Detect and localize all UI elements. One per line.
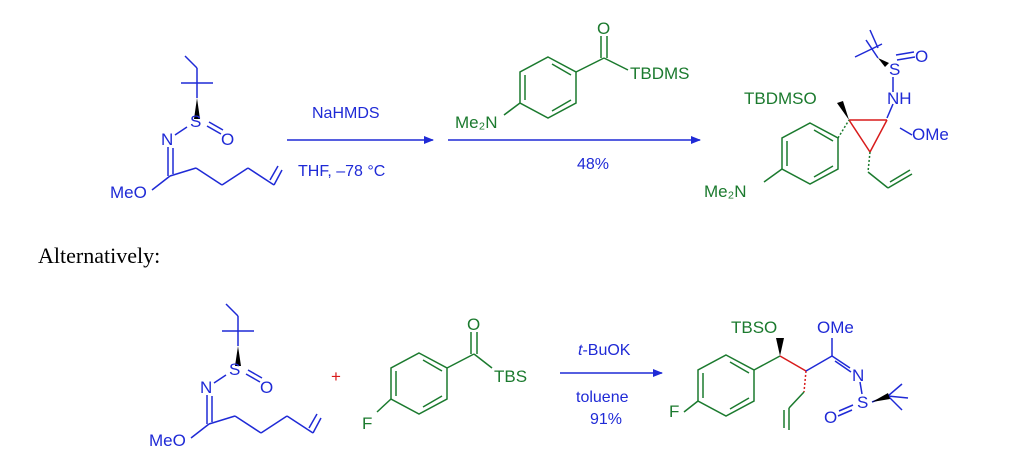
- step3-yield-label: 91%: [590, 411, 622, 428]
- alternatively-label: Alternatively:: [38, 243, 160, 268]
- reactant2-oxygen-label: O: [260, 378, 273, 397]
- product2-oxygen-label: O: [824, 408, 837, 427]
- acylsilane-2-structure: [376, 332, 493, 415]
- step3-reagent-label: t-BuOK: [578, 342, 631, 359]
- cyclopropane-product-structure: [763, 29, 916, 189]
- reactant1-sulfur-label: S: [190, 112, 201, 131]
- plus-sign: +: [331, 367, 341, 386]
- product1-sulfur-label: S: [889, 60, 900, 79]
- step2-yield-label: 48%: [577, 156, 609, 173]
- reactant-imidate-2: [190, 303, 322, 439]
- acylsilane1-oxygen-label: O: [597, 19, 610, 38]
- product1-sulfinyl-oxygen-label: O: [915, 47, 928, 66]
- product2-silyloxy-label: TBSO: [731, 318, 777, 337]
- step1-conditions-label: THF, –78 °C: [298, 163, 385, 180]
- acylsilane2-silyl-label: TBS: [494, 367, 527, 386]
- product1-silyloxy-label: TBDMSO: [744, 89, 817, 108]
- reactant1-oxygen-label: O: [221, 130, 234, 149]
- acylsilane2-oxygen-label: O: [467, 315, 480, 334]
- acylsilane1-amine-label: Me₂N: [455, 113, 498, 132]
- reactant1-methoxy-label: MeO: [110, 183, 147, 202]
- product2-ome-label: OMe: [817, 318, 854, 337]
- product2-sulfur-label: S: [857, 393, 868, 412]
- acylsilane-1-structure: [503, 36, 629, 119]
- product2-fluorine-label: F: [669, 402, 679, 421]
- step3-reagent-rest: -BuOK: [582, 342, 630, 359]
- step1-reagent-label: NaHMDS: [312, 105, 380, 122]
- product1-amine-label: Me₂N: [704, 182, 747, 201]
- aldol-product-structure: [683, 338, 909, 430]
- product2-nitrogen-label: N: [852, 366, 864, 385]
- acylsilane2-fluorine-label: F: [362, 414, 372, 433]
- step3-reagent-italic: t: [578, 342, 583, 359]
- reactant2-wedge-bond: [235, 346, 241, 366]
- product1-ome-label: OMe: [912, 125, 949, 144]
- product1-nh-label: NH: [887, 89, 912, 108]
- reactant1-nitrogen-label: N: [161, 130, 173, 149]
- reactant2-nitrogen-label: N: [200, 378, 212, 397]
- acylsilane1-silyl-label: TBDMS: [630, 64, 690, 83]
- step3-solvent-label: toluene: [576, 389, 629, 406]
- reactant2-methoxy-label: MeO: [149, 431, 186, 450]
- reactant-imidate-1: [151, 55, 283, 191]
- reactant2-sulfur-label: S: [229, 360, 240, 379]
